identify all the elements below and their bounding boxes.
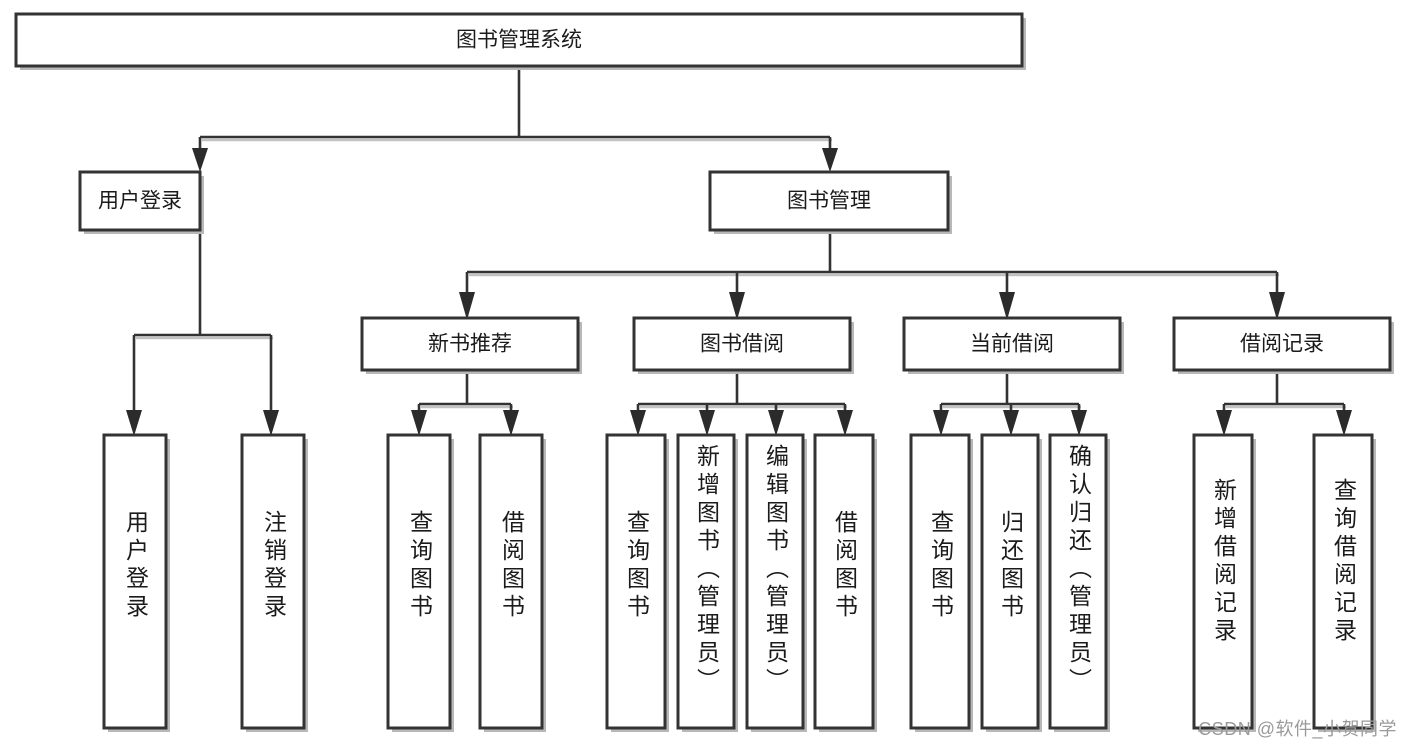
node-new-book-recommend-box[interactable] bbox=[360, 316, 580, 372]
arrow-head-icon bbox=[768, 410, 784, 436]
node-current-borrow-box[interactable] bbox=[902, 316, 1122, 372]
node-new-book-recommend-label: 新书推荐 bbox=[428, 333, 512, 356]
arrow-head-icon bbox=[729, 292, 745, 320]
node-borrow-record-box[interactable] bbox=[1172, 316, 1392, 372]
node-new-book-recommend[interactable]: 新书推荐 bbox=[360, 316, 582, 374]
node-book-borrow-label: 图书借阅 bbox=[700, 333, 784, 356]
arrow-head-icon bbox=[822, 148, 838, 172]
arrow-head-icon bbox=[1269, 292, 1285, 320]
arrow-head-icon bbox=[699, 410, 715, 436]
node-borrow-record[interactable]: 借阅记录 bbox=[1172, 316, 1394, 374]
edges-layer bbox=[126, 66, 1352, 436]
leaf-box-12[interactable] bbox=[1192, 433, 1254, 730]
arrow-head-icon bbox=[126, 410, 142, 436]
arrow-head-icon bbox=[630, 410, 646, 436]
node-user-login[interactable]: 用户登录 bbox=[78, 170, 204, 234]
leaf-box-7[interactable] bbox=[745, 433, 805, 730]
node-root-label: 图书管理系统 bbox=[456, 29, 582, 52]
leaf-box-1[interactable] bbox=[102, 433, 168, 730]
node-user-login-box[interactable] bbox=[78, 170, 202, 232]
node-book-management-label: 图书管理 bbox=[787, 190, 871, 213]
arrow-head-icon bbox=[999, 292, 1015, 320]
arrow-head-icon bbox=[459, 292, 475, 320]
arrow-head-icon bbox=[1336, 410, 1352, 436]
node-current-borrow-label: 当前借阅 bbox=[970, 333, 1054, 356]
leaf-box-11[interactable] bbox=[1048, 433, 1108, 730]
leaf-box-4[interactable] bbox=[478, 433, 544, 730]
arrow-head-icon bbox=[503, 410, 519, 436]
arrow-head-icon bbox=[1003, 410, 1019, 436]
leaf-box-9[interactable] bbox=[909, 433, 971, 730]
arrow-head-icon bbox=[837, 410, 853, 436]
leaf-box-5[interactable] bbox=[605, 433, 667, 730]
arrow-head-icon bbox=[933, 410, 949, 436]
node-current-borrow[interactable]: 当前借阅 bbox=[902, 316, 1124, 374]
arrow-head-icon bbox=[263, 410, 279, 436]
node-borrow-record-label: 借阅记录 bbox=[1240, 333, 1324, 356]
arrow-head-icon bbox=[192, 148, 208, 172]
arrow-head-icon bbox=[411, 410, 427, 436]
node-book-borrow[interactable]: 图书借阅 bbox=[632, 316, 854, 374]
leaf-box-10[interactable] bbox=[980, 433, 1040, 730]
node-book-management-box[interactable] bbox=[708, 170, 950, 232]
leaf-box-3[interactable] bbox=[386, 433, 452, 730]
arrow-head-icon bbox=[1071, 410, 1087, 436]
node-book-management[interactable]: 图书管理 bbox=[708, 170, 952, 234]
leaf-box-2[interactable] bbox=[240, 433, 306, 730]
node-root[interactable]: 图书管理系统 bbox=[14, 12, 1026, 70]
leaf-box-13[interactable] bbox=[1312, 433, 1374, 730]
leaf-box-6[interactable] bbox=[676, 433, 736, 730]
leaves-layer bbox=[102, 433, 1376, 732]
node-book-borrow-box[interactable] bbox=[632, 316, 852, 372]
leaf-box-8[interactable] bbox=[813, 433, 875, 730]
node-root-box[interactable] bbox=[14, 12, 1024, 68]
arrow-head-icon bbox=[1216, 410, 1232, 436]
node-user-login-label: 用户登录 bbox=[98, 190, 182, 213]
